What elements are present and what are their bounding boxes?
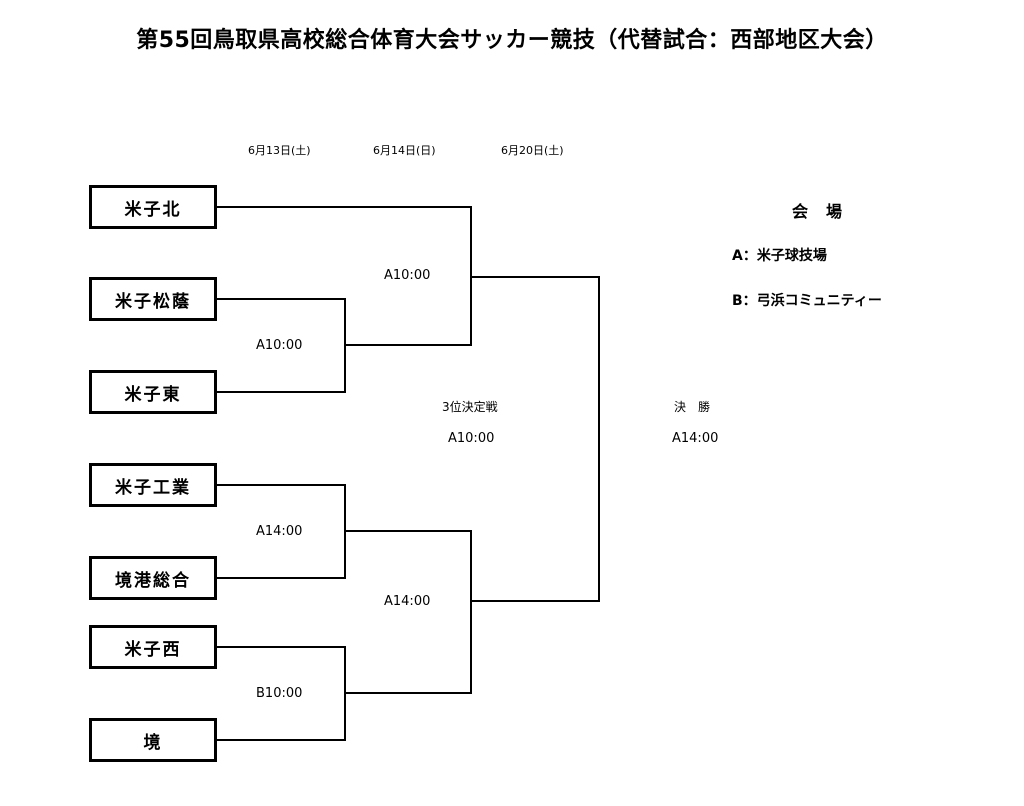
date-round1: 6月13日(土)	[248, 144, 311, 157]
final-time: A14:00	[672, 431, 719, 446]
third-place-time: A10:00	[448, 431, 495, 446]
team-box-5: 境港総合	[89, 556, 217, 600]
bracket-line	[344, 692, 471, 694]
team-box-4: 米子工業	[89, 463, 217, 507]
bracket-line	[217, 484, 345, 486]
venue-heading: 会場	[792, 202, 861, 221]
date-round2: 6月14日(日)	[373, 144, 436, 157]
team-box-2: 米子松蔭	[89, 277, 217, 321]
bracket-line	[344, 344, 471, 346]
bracket-line	[217, 739, 345, 741]
bracket-line	[217, 577, 345, 579]
match-time-semi-top: A10:00	[384, 268, 431, 283]
bracket-line	[217, 206, 471, 208]
third-place-label: 3位決定戦	[442, 400, 498, 414]
bracket-line	[470, 600, 600, 602]
match-time-r1-bot: B10:00	[256, 686, 303, 701]
bracket-line	[598, 276, 600, 602]
bracket-line	[344, 530, 471, 532]
final-label: 決 勝	[674, 400, 711, 414]
bracket-line	[217, 391, 345, 393]
team-box-7: 境	[89, 718, 217, 762]
bracket-line	[217, 646, 345, 648]
bracket-line	[470, 530, 472, 694]
venue-item-a: A：米子球技場	[732, 248, 827, 264]
page-title: 第55回鳥取県高校総合体育大会サッカー競技（代替試合：西部地区大会）	[136, 28, 888, 53]
team-box-6: 米子西	[89, 625, 217, 669]
match-time-r1-mid: A14:00	[256, 524, 303, 539]
match-time-r1-top: A10:00	[256, 338, 303, 353]
team-box-3: 米子東	[89, 370, 217, 414]
team-box-1: 米子北	[89, 185, 217, 229]
match-time-semi-bot: A14:00	[384, 594, 431, 609]
bracket-line	[217, 298, 345, 300]
date-round3: 6月20日(土)	[501, 144, 564, 157]
bracket-line	[470, 276, 600, 278]
venue-item-b: B：弓浜コミュニティー	[732, 293, 882, 309]
